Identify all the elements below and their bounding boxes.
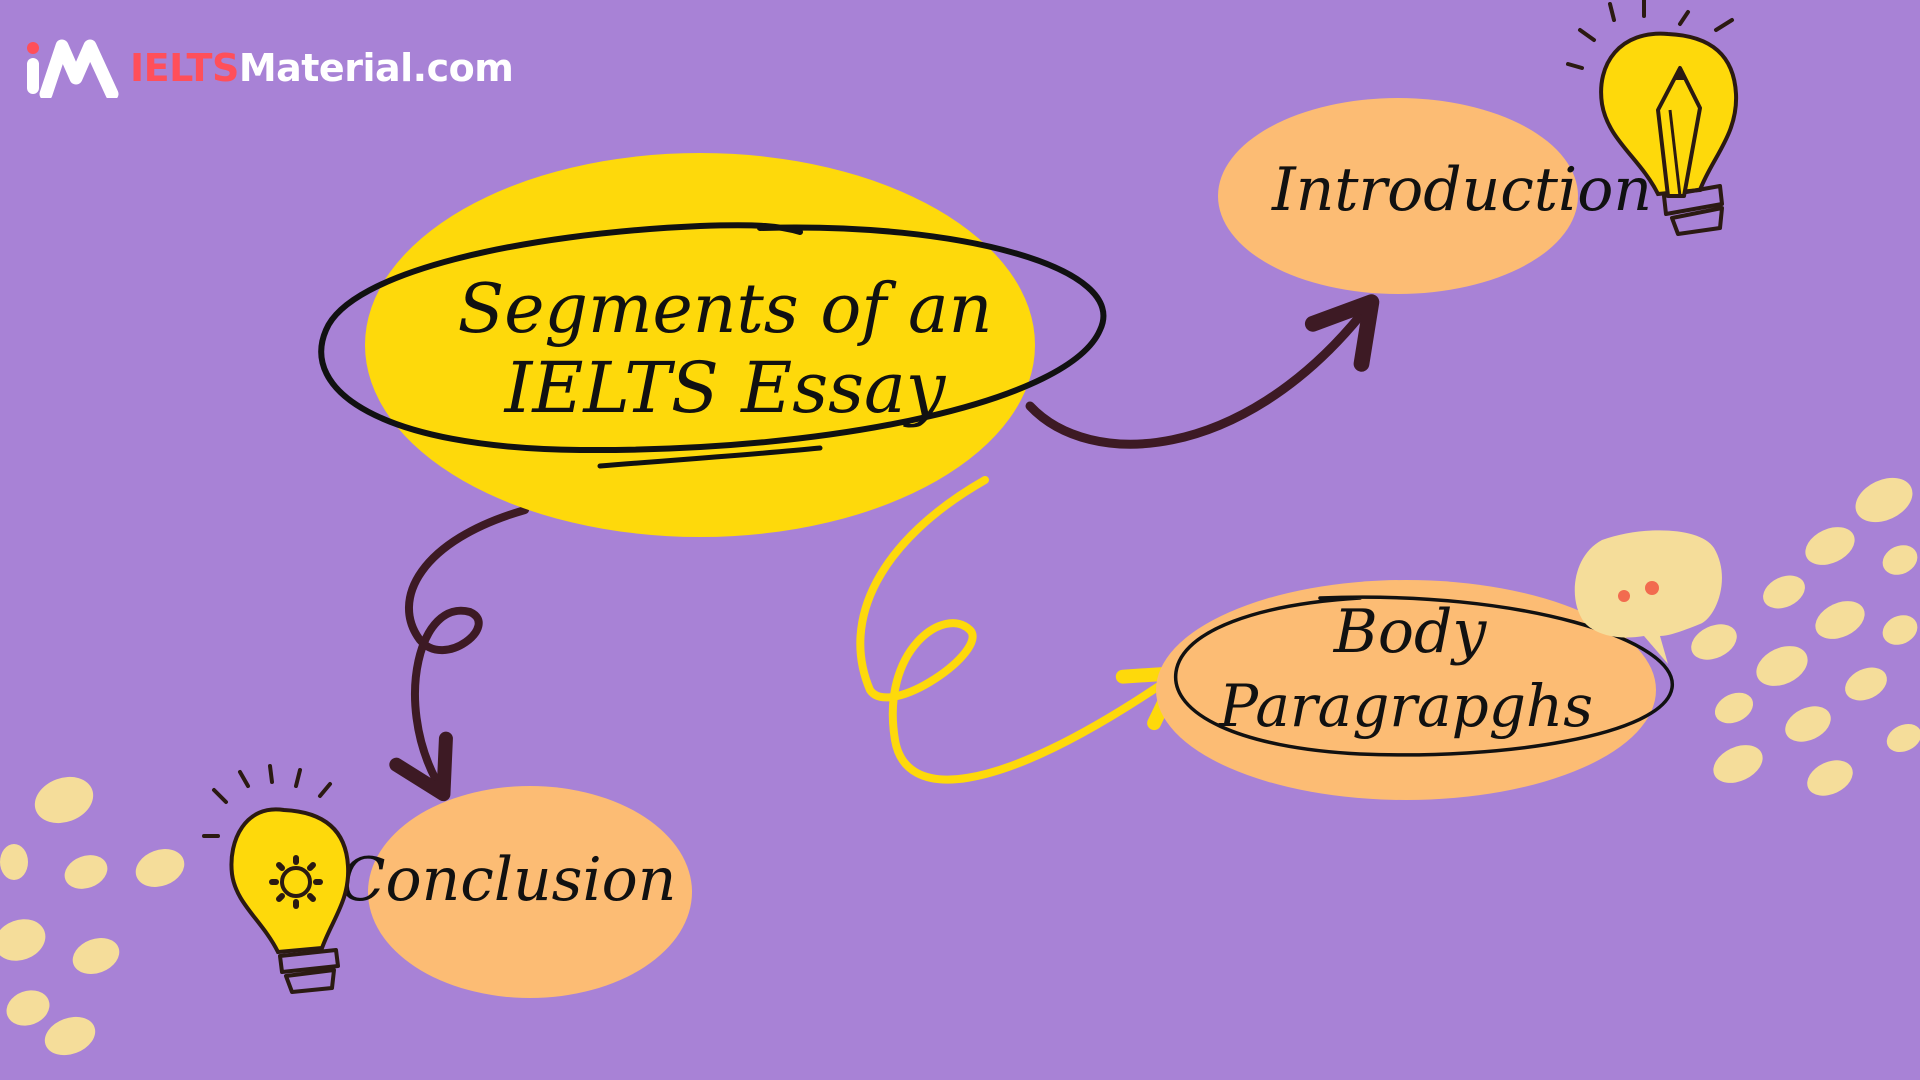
central-node: Segments of an IELTS Essay	[318, 153, 1107, 537]
central-node-scribble-ring	[318, 222, 1107, 454]
speech-bubble-icon	[1574, 530, 1722, 664]
central-node-scribble-tail	[597, 445, 823, 469]
introduction-node-label: Introduction	[1271, 155, 1652, 225]
lightbulb-gear-icon	[202, 764, 351, 994]
central-node-title-line1: Segments of an	[458, 270, 993, 349]
conclusion-node: Conclusion	[202, 764, 692, 998]
body-paragraphs-label-line1: Body	[1333, 597, 1488, 667]
connector-to-body	[856, 476, 1186, 784]
connector-to-introduction	[1025, 294, 1380, 449]
central-node-shape	[365, 153, 1035, 537]
ielts-material-logo-icon	[27, 39, 119, 98]
body-paragraphs-node: Body Paragrapghs	[1156, 530, 1722, 800]
brand-wordmark: IELTSMaterial.com	[130, 46, 514, 90]
introduction-node: Introduction	[1218, 0, 1739, 294]
introduction-node-shape	[1218, 98, 1578, 294]
brand-wordmark-rest: Material.com	[238, 46, 514, 90]
lightbulb-pencil-icon	[1566, 0, 1739, 236]
brand-wordmark-accent: IELTS	[130, 46, 239, 90]
connector-to-conclusion	[389, 506, 529, 802]
decorative-dots-right	[1691, 477, 1920, 796]
body-paragraphs-label-line2: Paragrapghs	[1218, 672, 1593, 740]
conclusion-node-label: Conclusion	[340, 845, 677, 915]
conclusion-node-shape	[368, 786, 692, 998]
brand-logo[interactable]: IELTSMaterial.com	[24, 36, 514, 100]
decorative-dots-left	[0, 776, 185, 1056]
central-node-title-line2: IELTS Essay	[503, 347, 947, 429]
